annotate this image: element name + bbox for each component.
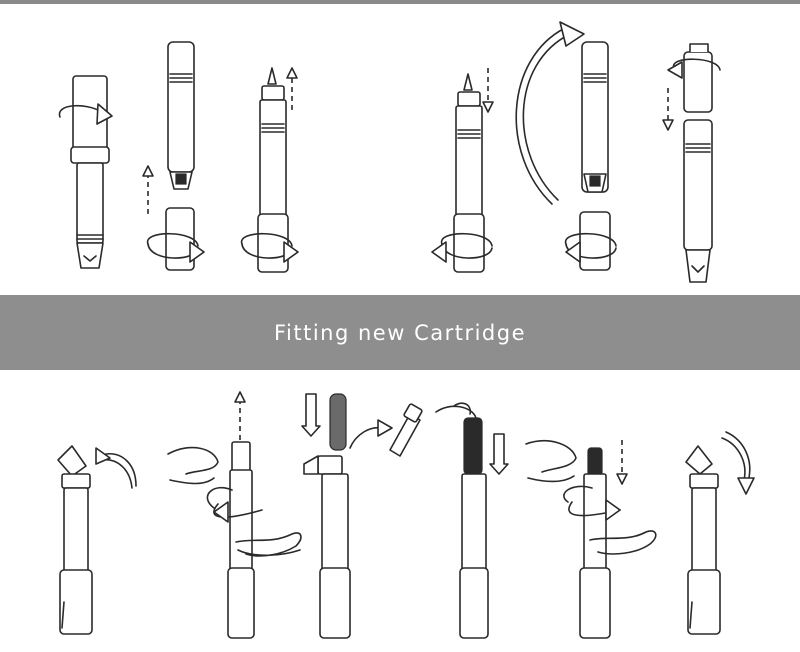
step-hands-twist-off [167, 391, 302, 639]
step-hands-twist-on [525, 440, 657, 639]
banner-title: Fitting new Cartridge [273, 320, 527, 345]
step-remove-end-cap [57, 445, 137, 635]
step-nib-section-down [431, 68, 494, 273]
top-instructions-panel [0, 4, 800, 295]
step-rotate-barrel [515, 21, 617, 271]
top-illustrations-svg [58, 21, 721, 283]
step-replace-end-cap [685, 431, 755, 635]
step-nib-section-up [241, 67, 299, 273]
section-banner: Fitting new Cartridge [0, 295, 800, 370]
step-insert-cartridge [301, 393, 423, 639]
bottom-instructions-panel [0, 370, 800, 652]
step-separate-cap [662, 43, 721, 283]
top-divider-strip [0, 0, 800, 4]
step-push-cartridge [435, 402, 509, 639]
bottom-illustrations-svg [57, 391, 755, 639]
step-pull-off-converter [142, 41, 205, 271]
step-twist-pen-barrel [58, 75, 113, 269]
